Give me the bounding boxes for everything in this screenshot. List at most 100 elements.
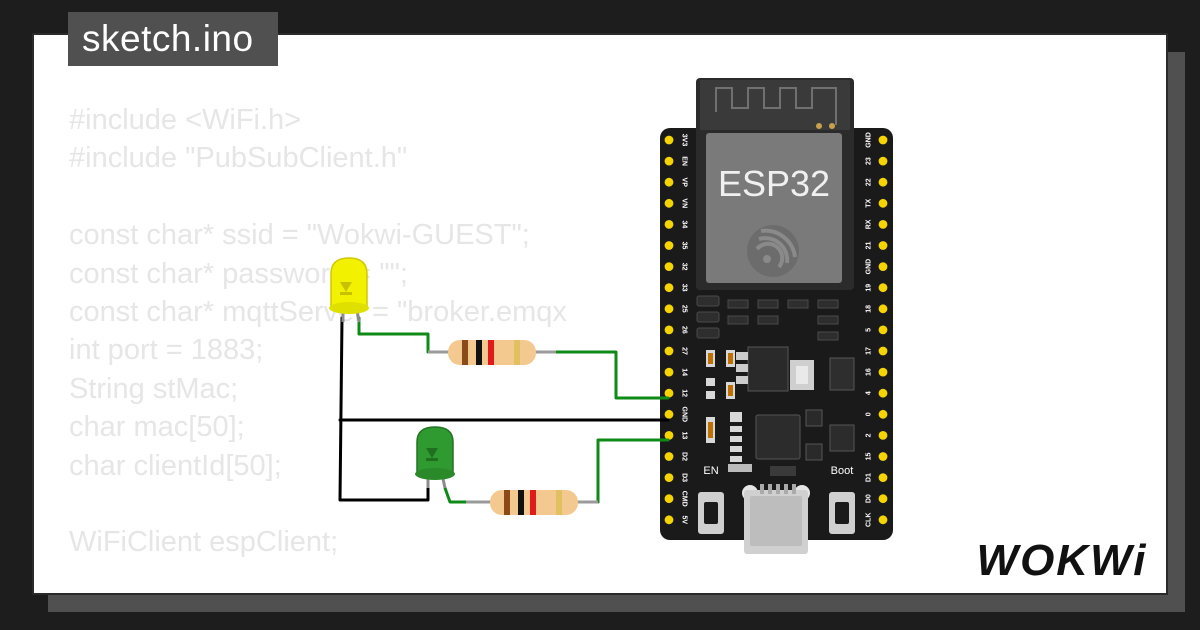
pin-left-26[interactable] [664,325,674,335]
pin-label: 18 [866,305,873,313]
led-yellow[interactable] [329,257,369,323]
pin-right-4[interactable] [878,388,888,398]
pin-label: 2 [866,433,873,437]
pin-label: 3V3 [681,134,688,147]
pin-label: VP [681,178,688,188]
pin-right-17[interactable] [878,346,888,356]
pin-right-16[interactable] [878,367,888,377]
usb-connector [742,484,810,554]
pin-right-clk[interactable] [878,515,888,525]
pin-right-5[interactable] [878,325,888,335]
pin-left-32[interactable] [664,262,674,271]
pin-label: 21 [866,242,873,250]
resistor-bottom[interactable] [466,490,598,515]
pin-label: 14 [681,368,688,376]
pin-label: 16 [866,368,873,376]
pin-label: 22 [866,178,873,186]
code-line: char mac[50]; [69,411,245,444]
wire-resistor-to-pin-13 [576,438,670,504]
pin-label: VN [681,198,688,208]
pin-label: D1 [866,473,873,482]
boot-button-label: Boot [831,465,854,477]
left-pin-header: 3V3ENVPVN343532332526271412GND13D2D3CMD5… [664,134,688,525]
pin-right-21[interactable] [878,241,888,250]
pin-label: 12 [681,389,688,397]
pin-label: 13 [681,432,688,440]
code-line: const char* ssid = "Wokwi-GUEST"; [69,219,530,252]
pin-left-d3[interactable] [664,473,674,482]
pin-left-33[interactable] [664,283,674,293]
pin-left-gnd[interactable] [664,409,674,419]
esp32-board[interactable]: ESP32 [660,78,893,554]
pin-left-vp[interactable] [664,177,674,187]
pin-right-d0[interactable] [878,494,888,504]
pin-label: 27 [681,347,688,355]
pin-label: 0 [866,412,873,416]
resistor-top[interactable] [428,340,556,365]
code-line: #include <WiFi.h> [69,104,302,136]
pin-label: D2 [681,452,688,461]
pin-label: 19 [866,284,873,292]
pin-right-22[interactable] [878,177,888,187]
pin-left-12[interactable] [664,388,674,398]
pin-left-cmd[interactable] [664,494,674,504]
pin-left-5v[interactable] [664,515,674,525]
pin-label: RX [866,219,873,229]
pin-left-27[interactable] [664,346,674,356]
pin-label: EN [681,156,688,166]
pin-left-14[interactable] [664,367,674,377]
pin-label: D3 [681,473,688,482]
pin-left-d2[interactable] [664,452,674,461]
code-line: const char* password = ""; [69,257,408,290]
pin-right-23[interactable] [878,156,888,166]
pin-label: 15 [866,453,873,461]
led-green[interactable] [415,426,455,489]
wire-yellow-led-to-resistor [357,316,450,354]
pin-label: GND [681,407,688,423]
pin-right-15[interactable] [878,452,888,461]
pin-label: D0 [866,494,873,503]
en-button-label: EN [703,465,718,477]
wokwi-logo[interactable]: WOKWi [977,536,1148,585]
pin-label: 32 [681,263,688,271]
wire-green-led-to-resistor [443,486,492,504]
pin-left-35[interactable] [664,241,674,250]
pin-label: 4 [866,391,873,395]
pin-right-gnd[interactable] [878,135,888,145]
code-line: WiFiClient espClient; [69,526,339,559]
boot-button[interactable]: Boot [829,465,855,534]
pin-left-3v3[interactable] [664,135,674,145]
pin-left-vn[interactable] [664,198,674,208]
code-line: char clientId[50]; [69,449,282,482]
file-tab[interactable]: sketch.ino [68,12,278,66]
pin-right-0[interactable] [878,409,888,419]
pin-label: 35 [681,242,688,250]
pin-label: GND [866,259,873,275]
code-line: #include "PubSubClient.h" [69,142,408,175]
pin-right-tx[interactable] [878,198,888,208]
pin-right-gnd[interactable] [878,262,888,271]
en-button[interactable]: EN [698,465,724,534]
pin-label: 25 [681,305,688,313]
pin-label: CMD [681,491,688,507]
pin-left-en[interactable] [664,156,674,166]
pin-left-13[interactable] [664,431,674,440]
smd-components [696,295,855,476]
pin-label: 33 [681,284,688,292]
wokwi-logo-text: WOKWi [977,536,1148,585]
module-label: ESP32 [718,163,830,204]
code-line: int port = 1883; [69,334,264,367]
pin-right-rx[interactable] [878,220,888,229]
pin-right-d1[interactable] [878,473,888,482]
pin-right-2[interactable] [878,431,888,440]
pin-label: 17 [866,347,873,355]
pin-right-18[interactable] [878,304,888,314]
espressif-logo-icon [747,225,799,277]
pin-right-19[interactable] [878,283,888,293]
wire-resistor-to-pin-12 [534,350,670,400]
pin-left-34[interactable] [664,220,674,229]
code-preview: #include <WiFi.h> #include "PubSubClient.… [69,101,567,562]
pin-left-25[interactable] [664,304,674,314]
